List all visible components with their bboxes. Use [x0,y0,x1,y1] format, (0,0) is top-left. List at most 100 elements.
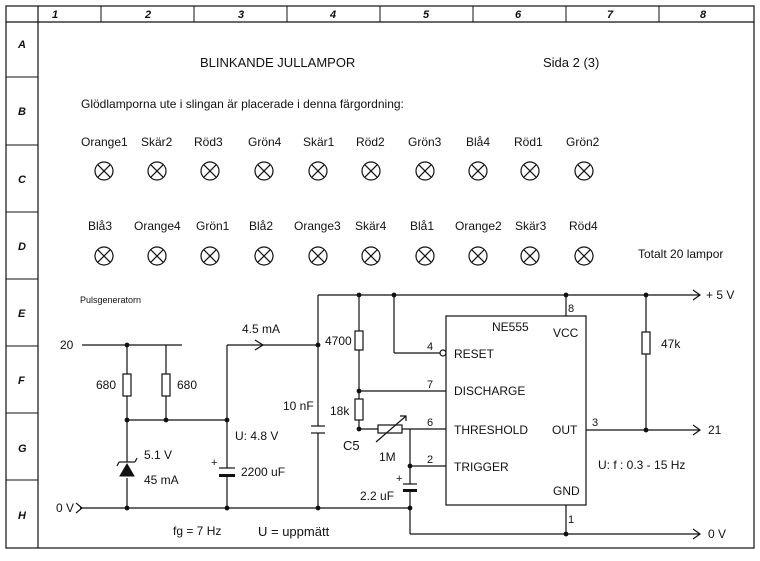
c5-label: C5 [343,438,360,453]
lamp-icon [254,246,274,266]
lamp-icon [361,246,381,266]
output-label: 21 [708,423,722,437]
ic-threshold: THRESHOLD [454,423,528,437]
lamp-label: Orange1 [81,135,128,149]
row-labels: A B C D E F G H [17,39,27,522]
r-18k-label: 18k [330,404,350,418]
junction-dots [124,292,649,537]
arrow-icon [75,289,702,540]
capacitor-2200uf-icon [219,467,235,477]
cap-2-2-label: 2.2 uF [360,489,394,503]
col-label: 4 [329,9,336,21]
col-label: 7 [607,9,614,21]
lamp-icon [147,161,167,181]
lamp-icon [520,246,540,266]
ic-gnd: GND [553,484,580,498]
row-label: C [18,174,27,186]
row-label: G [18,443,27,455]
row-label: B [18,106,26,118]
lamp-label: Skär1 [303,135,335,149]
capacitor-10nf-icon [311,425,325,434]
ic-name: NE555 [492,320,529,334]
lamp-icon [147,246,167,266]
lamp-label: Grön2 [566,135,600,149]
ic-discharge: DISCHARGE [454,384,525,398]
row-label: E [18,308,26,320]
lamp-label: Skär3 [515,219,547,233]
ground-left-label: 0 V [56,501,74,515]
col-label: 1 [52,9,58,21]
lamp-row-1-symbols [94,161,594,181]
ic-vcc: VCC [553,326,579,340]
cap-2200-label: 2200 uF [241,465,285,479]
section-label: Pulsgeneratorn [80,295,141,305]
lamp-label: Orange4 [134,219,181,233]
potentiometer-icon [375,415,407,443]
r2-label: 680 [177,378,197,392]
lamp-label: Blå3 [88,219,112,233]
col-label: 2 [144,9,151,21]
lamp-label: Blå2 [249,219,273,233]
col-label: 6 [515,9,522,21]
ic-reset: RESET [454,347,495,361]
cap-10n-label: 10 nF [283,399,314,413]
col-label: 5 [423,9,430,21]
lamp-row-1: Orange1 Skär2 Röd3 Grön4 Skär1 Röd2 Grön… [81,135,600,149]
ic-trigger: TRIGGER [454,460,509,474]
lamp-icon [308,161,328,181]
lamp-label: Skär4 [355,219,387,233]
ne555-chip [439,315,587,506]
zener-current: 45 mA [144,473,179,487]
lamp-icon [574,246,594,266]
r1-label: 680 [96,378,116,392]
resistor-4700 [354,330,364,351]
resistor-680-left [122,373,132,397]
page-title: BLINKANDE JULLAMPOR [200,55,355,70]
lamp-row-2-symbols [94,246,594,266]
pin-number: 6 [427,417,433,429]
lamp-label: Grön1 [196,219,230,233]
lamp-icon [94,246,114,266]
measured-voltage: U: 4.8 V [235,429,278,443]
lamp-icon [94,161,114,181]
col-label: 8 [700,9,707,21]
lamp-label: Skär2 [141,135,173,149]
polarity-plus: + [211,457,217,469]
pin-number: 2 [427,454,433,466]
lamp-icon [200,246,220,266]
lamp-icon [308,246,328,266]
pin-number: 8 [568,303,574,315]
lamp-icon [200,161,220,181]
lamp-icon [254,161,274,181]
lamp-icon [361,161,381,181]
current-label: 4.5 mA [242,322,280,336]
measured-note: U = uppmätt [258,524,330,539]
lamp-icon [468,161,488,181]
ground-right-label: 0 V [708,527,726,541]
lamp-icon [415,246,435,266]
lamp-label: Röd3 [194,135,223,149]
lamp-row-2: Blå3 Orange4 Grön1 Blå2 Orange3 Skär4 Bl… [88,219,598,233]
row-label: D [18,241,26,253]
pin-number: 4 [427,341,433,353]
pin-number: 3 [592,417,598,429]
lamp-label: Grön3 [408,135,442,149]
pot-label: 1M [379,450,396,464]
intro-text: Glödlamporna ute i slingan är placerade … [81,97,404,111]
capacitor-2-2uf-icon [403,483,417,492]
sheet-frame [5,5,755,549]
pin-number: 7 [427,379,433,391]
lamp-label: Röd1 [514,135,543,149]
total-lamps: Totalt 20 lampor [638,247,723,261]
col-label: 3 [238,9,244,21]
lamp-label: Orange2 [455,219,502,233]
lamp-label: Röd2 [356,135,385,149]
r-47k-label: 47k [661,337,681,351]
zener-diode-icon [116,457,138,477]
lamp-label: Orange3 [294,219,341,233]
zener-voltage: 5.1 V [144,448,172,462]
lamp-icon [415,161,435,181]
column-labels: 1 2 3 4 5 6 7 8 [52,9,707,21]
input-label: 20 [60,338,74,352]
